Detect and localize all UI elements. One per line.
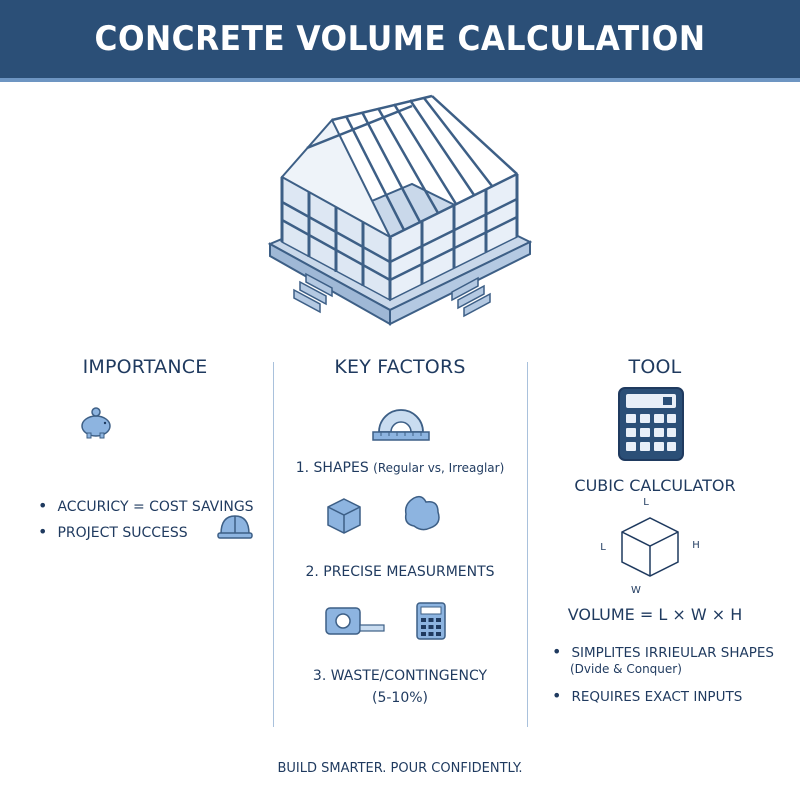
hard-hat-icon <box>217 515 253 539</box>
key-factors-title: KEY FACTORS <box>334 356 466 378</box>
title-banner: CONCRETE VOLUME CALCULATION <box>0 0 800 82</box>
volume-formula: VOLUME = L × W × H <box>567 605 743 624</box>
cube-dimensions-diagram <box>621 517 679 577</box>
house-frame-illustration <box>267 94 533 326</box>
protractor-ruler-icon <box>372 409 430 441</box>
tool-title: TOOL <box>628 356 682 378</box>
piggy-bank-icon <box>81 407 111 439</box>
cubic-calculator-label: CUBIC CALCULATOR <box>574 476 736 495</box>
dim-label-right: H <box>692 540 700 551</box>
calculator-icon <box>618 387 684 461</box>
factor-measurements: 2. PRECISE MEASURMENTS <box>305 564 495 580</box>
cube-icon <box>327 498 361 534</box>
factor-shapes: 1. SHAPES (Regular vs, Irreaglar) <box>290 460 510 476</box>
importance-bullet-1: ACCURICY = COST SAVINGS <box>38 496 253 515</box>
footer-tagline: BUILD SMARTER. POUR CONFIDENTLY. <box>277 761 523 776</box>
factor-shapes-note: (Regular vs, Irreaglar) <box>373 461 505 475</box>
factor-waste: 3. WASTE/CONTINGENCY <box>312 668 488 684</box>
factor-shapes-label: 1. SHAPES <box>295 460 369 476</box>
tape-measure-icon <box>325 607 385 635</box>
irregular-shape-icon <box>404 495 440 531</box>
page-title: CONCRETE VOLUME CALCULATION <box>94 19 706 59</box>
tool-bullet-1-note: (Dvide & Conquer) <box>570 662 682 676</box>
dim-label-left: L <box>600 542 606 553</box>
calculator-small-icon <box>416 602 446 640</box>
dim-label-bottom: W <box>631 585 641 596</box>
tool-bullet-1: SIMPLITES IRRIEULAR SHAPES <box>552 642 774 661</box>
column-divider-right <box>527 362 528 727</box>
importance-title: IMPORTANCE <box>82 356 208 378</box>
column-divider-left <box>273 362 274 727</box>
tool-bullet-2: REQUIRES EXACT INPUTS <box>552 686 742 705</box>
factor-waste-note: (5-10%) <box>372 690 428 706</box>
dim-label-top: L <box>643 497 649 508</box>
importance-bullet-2: PROJECT SUCCESS <box>38 522 187 541</box>
